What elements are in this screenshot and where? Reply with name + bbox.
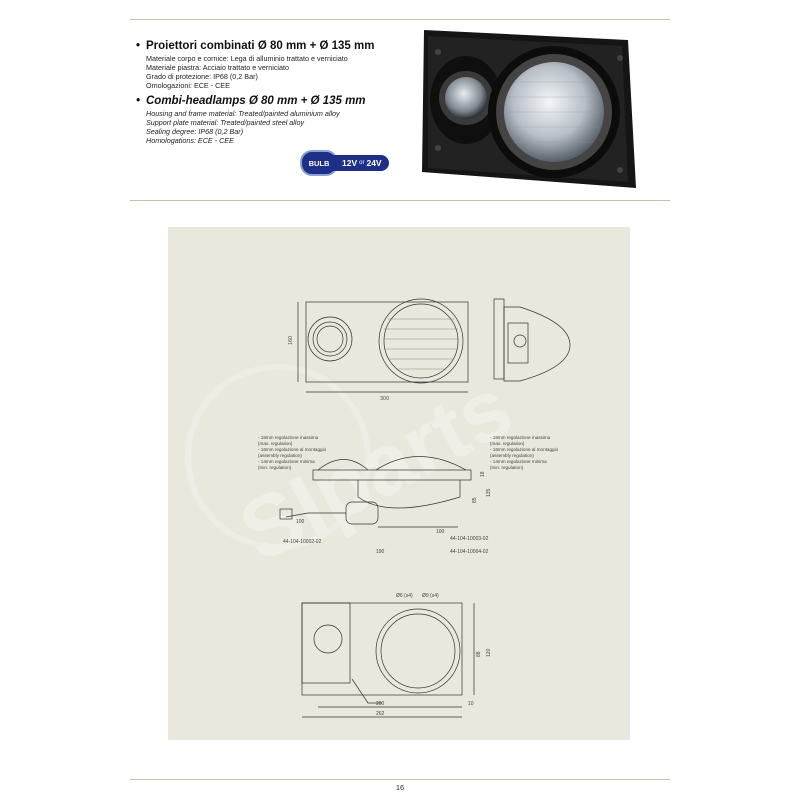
spec-english-title: •Combi-headlamps Ø 80 mm + Ø 135 mm (136, 95, 366, 107)
svg-text:- 14mm regolazione minima: - 14mm regolazione minima (258, 459, 315, 464)
spec-english-line: Support plate material: Treated/painted … (146, 118, 305, 127)
dim-120: 120 (486, 648, 492, 657)
dim-100-left: 100 (296, 519, 305, 525)
technical-drawing-panel: SIparts 160 300 (168, 227, 630, 740)
spec-italian-title: •Proiettori combinati Ø 80 mm + Ø 135 mm (136, 40, 375, 52)
spec-english-line: Homologations: ECE - CEE (146, 136, 234, 145)
top-view (279, 456, 472, 528)
headlamp-photo (422, 30, 636, 188)
spec-english: •Combi-headlamps Ø 80 mm + Ø 135 mm Hous… (136, 95, 366, 145)
spec-english-line: Housing and frame material: Treated/pain… (146, 109, 340, 118)
dim-262: 262 (376, 711, 385, 717)
spec-italian-line: Omologazioni: ECE - CEE (146, 81, 230, 90)
dim-front-width: 300 (380, 396, 389, 402)
svg-text:(min. regulation): (min. regulation) (258, 465, 292, 470)
spec-english-line: Sealing degree: IP68 (0,2 Bar) (146, 127, 244, 136)
front-view (297, 298, 469, 393)
svg-text:(assembly regulation): (assembly regulation) (258, 453, 302, 458)
back-view (301, 602, 475, 718)
svg-text:- 14mm regolazione minima: - 14mm regolazione minima (490, 459, 547, 464)
svg-text:(assembly regulation): (assembly regulation) (490, 453, 534, 458)
svg-text:- 18mm regolazione massima: - 18mm regolazione massima (490, 435, 551, 440)
technical-drawing: SIparts 160 300 (185, 298, 571, 718)
spec-italian: •Proiettori combinati Ø 80 mm + Ø 135 mm… (136, 40, 374, 90)
bottom-rule (130, 779, 670, 780)
dim-88: 88 (476, 651, 482, 657)
hole-6: Ø6 (x4) (396, 593, 413, 599)
code-bottom: 44-104-10004-02 (450, 549, 489, 555)
svg-text:(max. regulation): (max. regulation) (258, 441, 293, 446)
spec-italian-line: Materiale piastra: Acciaio trattato e ve… (146, 63, 290, 72)
dim-10: 10 (468, 701, 474, 707)
bulb-badge: BULB (300, 150, 338, 176)
spec-italian-line: Materiale corpo e cornice: Lega di allum… (146, 54, 348, 63)
svg-text:(min. regulation): (min. regulation) (490, 465, 524, 470)
dim-18: 18 (480, 471, 486, 477)
svg-text:(max. regulation): (max. regulation) (490, 441, 525, 446)
top-rule (130, 19, 670, 20)
dim-135: 135 (486, 488, 492, 497)
svg-text:- 16mm regolazione al montaggi: - 16mm regolazione al montaggio (490, 447, 559, 452)
dim-280: 280 (376, 701, 385, 707)
top-view-notes-left: - 18mm regolazione massima (max. regulat… (258, 435, 327, 470)
dim-85: 85 (472, 497, 478, 503)
middle-rule (130, 200, 670, 201)
dim-190: 190 (376, 549, 385, 555)
dim-front-height: 160 (288, 336, 294, 345)
svg-text:- 18mm regolazione massima: - 18mm regolazione massima (258, 435, 319, 440)
hole-9: Ø9 (x4) (422, 593, 439, 599)
code-right: 44-104-10003-02 (450, 536, 489, 542)
side-view (493, 298, 571, 382)
top-view-notes-right: - 18mm regolazione massima (max. regulat… (490, 435, 559, 470)
spec-italian-line: Grado di protezione: IP68 (0,2 Bar) (146, 72, 258, 81)
page-number: 16 (395, 783, 405, 792)
dim-100-right: 100 (436, 529, 445, 535)
svg-text:- 16mm regolazione al montaggi: - 16mm regolazione al montaggio (258, 447, 327, 452)
code-left: 44-104-10002-02 (283, 539, 322, 545)
